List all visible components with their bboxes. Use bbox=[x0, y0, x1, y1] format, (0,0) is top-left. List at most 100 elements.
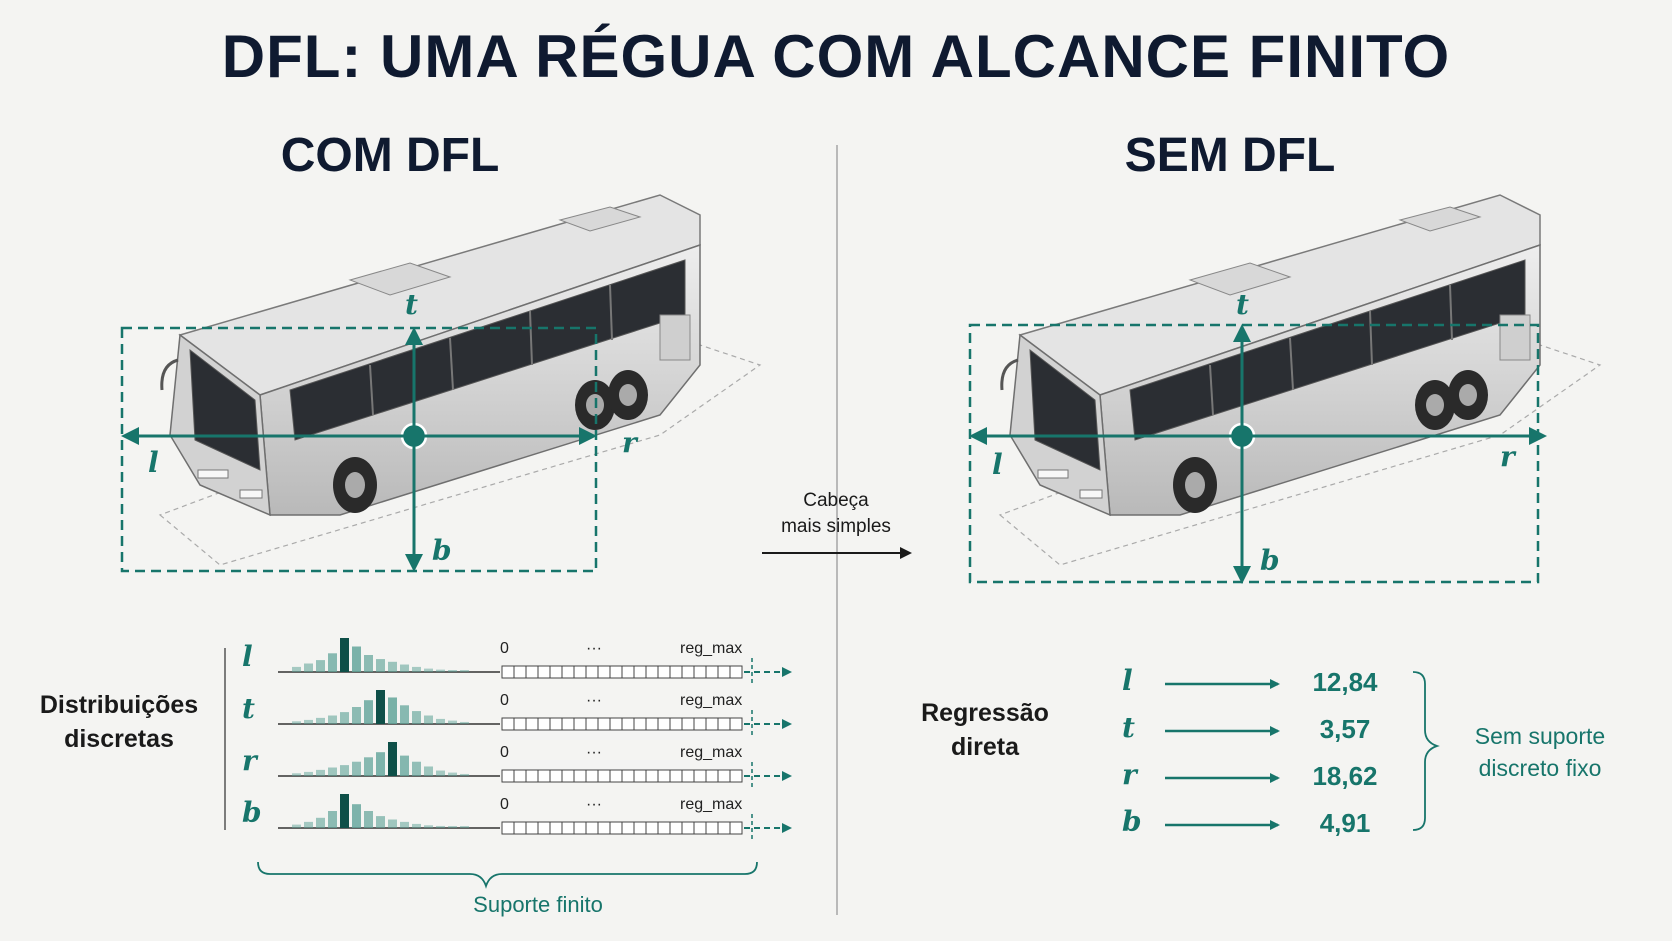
right-axis-t-label: t bbox=[1236, 288, 1249, 321]
center-divider bbox=[836, 145, 838, 915]
right-axis-r-label: r bbox=[1500, 440, 1515, 473]
dist-bar bbox=[364, 757, 373, 776]
support-cell bbox=[525, 717, 539, 731]
support-cell bbox=[573, 717, 587, 731]
support-cell bbox=[549, 665, 563, 679]
support-cell bbox=[705, 665, 719, 679]
dist-bar bbox=[424, 825, 433, 828]
left-axis-t-label: t bbox=[405, 288, 418, 321]
support-cell bbox=[525, 821, 539, 835]
right-brace-label-line2: discreto fixo bbox=[1478, 755, 1602, 781]
bus-left-illustration bbox=[158, 193, 762, 567]
right-axis-l-label: l bbox=[992, 448, 1003, 481]
support-cell bbox=[585, 717, 599, 731]
dist-row-label: r bbox=[242, 744, 257, 777]
support-cell bbox=[717, 821, 731, 835]
dist-row-label: t bbox=[242, 692, 255, 725]
left-brace-label: Suporte finito bbox=[473, 892, 603, 917]
support-cell bbox=[633, 665, 647, 679]
support-cell bbox=[621, 717, 635, 731]
support-cell bbox=[573, 665, 587, 679]
support-cell bbox=[693, 821, 707, 835]
dist-bar bbox=[376, 816, 385, 828]
support-cell bbox=[501, 717, 515, 731]
support-cell bbox=[717, 769, 731, 783]
dist-bar bbox=[412, 823, 421, 828]
support-cell bbox=[597, 821, 611, 835]
dist-bar bbox=[316, 817, 325, 828]
dist-bar bbox=[424, 766, 433, 776]
dist-bar bbox=[364, 700, 373, 724]
support-cell bbox=[561, 717, 575, 731]
support-end-label: reg_max bbox=[680, 692, 743, 709]
dist-bar bbox=[352, 646, 361, 672]
support-cell bbox=[537, 717, 551, 731]
dist-bar bbox=[388, 819, 397, 828]
support-start-label: 0 bbox=[500, 744, 509, 761]
regression-value: 18,62 bbox=[1312, 761, 1378, 791]
support-cell bbox=[705, 821, 719, 835]
dist-bar bbox=[460, 670, 469, 672]
support-cell bbox=[513, 665, 527, 679]
support-end-label: reg_max bbox=[680, 796, 743, 813]
dist-row-label: l bbox=[242, 640, 253, 673]
left-axis-b-label: b bbox=[432, 534, 452, 567]
support-dots: ··· bbox=[586, 796, 602, 813]
support-cell bbox=[681, 821, 695, 835]
support-cell bbox=[561, 769, 575, 783]
support-cell bbox=[585, 821, 599, 835]
dist-bar bbox=[304, 771, 313, 776]
support-cell bbox=[729, 665, 743, 679]
dist-bar bbox=[412, 711, 421, 724]
right-brace-label: Sem suporte discreto fixo bbox=[1445, 720, 1635, 784]
support-cell bbox=[621, 821, 635, 835]
left-side-label-line2: discretas bbox=[64, 725, 174, 753]
dist-bar bbox=[352, 707, 361, 724]
support-cell bbox=[669, 821, 683, 835]
dist-peak-bar bbox=[340, 794, 349, 828]
dist-bar bbox=[460, 826, 469, 828]
support-cell bbox=[501, 769, 515, 783]
support-cell bbox=[729, 769, 743, 783]
regression-row-label: t bbox=[1122, 711, 1135, 744]
dist-bar bbox=[292, 721, 301, 724]
regression-row-label: l bbox=[1122, 664, 1133, 697]
left-heading: COM DFL bbox=[280, 129, 500, 182]
support-cell bbox=[573, 769, 587, 783]
support-end-label: reg_max bbox=[680, 744, 743, 761]
support-cell bbox=[501, 821, 515, 835]
dist-bar bbox=[448, 772, 457, 776]
support-cell bbox=[681, 717, 695, 731]
dist-bar bbox=[304, 663, 313, 672]
page-title: DFL: UMA RÉGUA COM ALCANCE FINITO bbox=[221, 23, 1451, 90]
support-cell bbox=[729, 821, 743, 835]
support-cell bbox=[717, 717, 731, 731]
support-cell bbox=[693, 769, 707, 783]
right-side-label-line2: direta bbox=[950, 733, 1020, 761]
support-cell bbox=[705, 717, 719, 731]
support-cell bbox=[597, 665, 611, 679]
support-cell bbox=[633, 769, 647, 783]
support-cell bbox=[525, 769, 539, 783]
dist-bar bbox=[364, 811, 373, 828]
support-cell bbox=[549, 717, 563, 731]
support-cell bbox=[597, 717, 611, 731]
left-side-label-line1: Distribuições bbox=[39, 691, 199, 719]
support-cell bbox=[585, 769, 599, 783]
support-cell bbox=[621, 665, 635, 679]
middle-label-line2: mais simples bbox=[781, 516, 891, 537]
dist-bar bbox=[340, 765, 349, 776]
bus-right-illustration bbox=[998, 193, 1602, 567]
left-brace bbox=[257, 861, 758, 889]
dist-bar bbox=[328, 715, 337, 724]
dist-bar bbox=[388, 661, 397, 672]
support-cell bbox=[645, 821, 659, 835]
support-end-label: reg_max bbox=[680, 640, 743, 657]
dist-bar bbox=[364, 655, 373, 672]
dist-bar bbox=[448, 826, 457, 828]
right-side-label: Regressão direta bbox=[905, 696, 1065, 764]
dist-bar bbox=[352, 804, 361, 828]
dist-row-label: b bbox=[242, 796, 262, 829]
regression-arrows bbox=[1165, 679, 1280, 830]
